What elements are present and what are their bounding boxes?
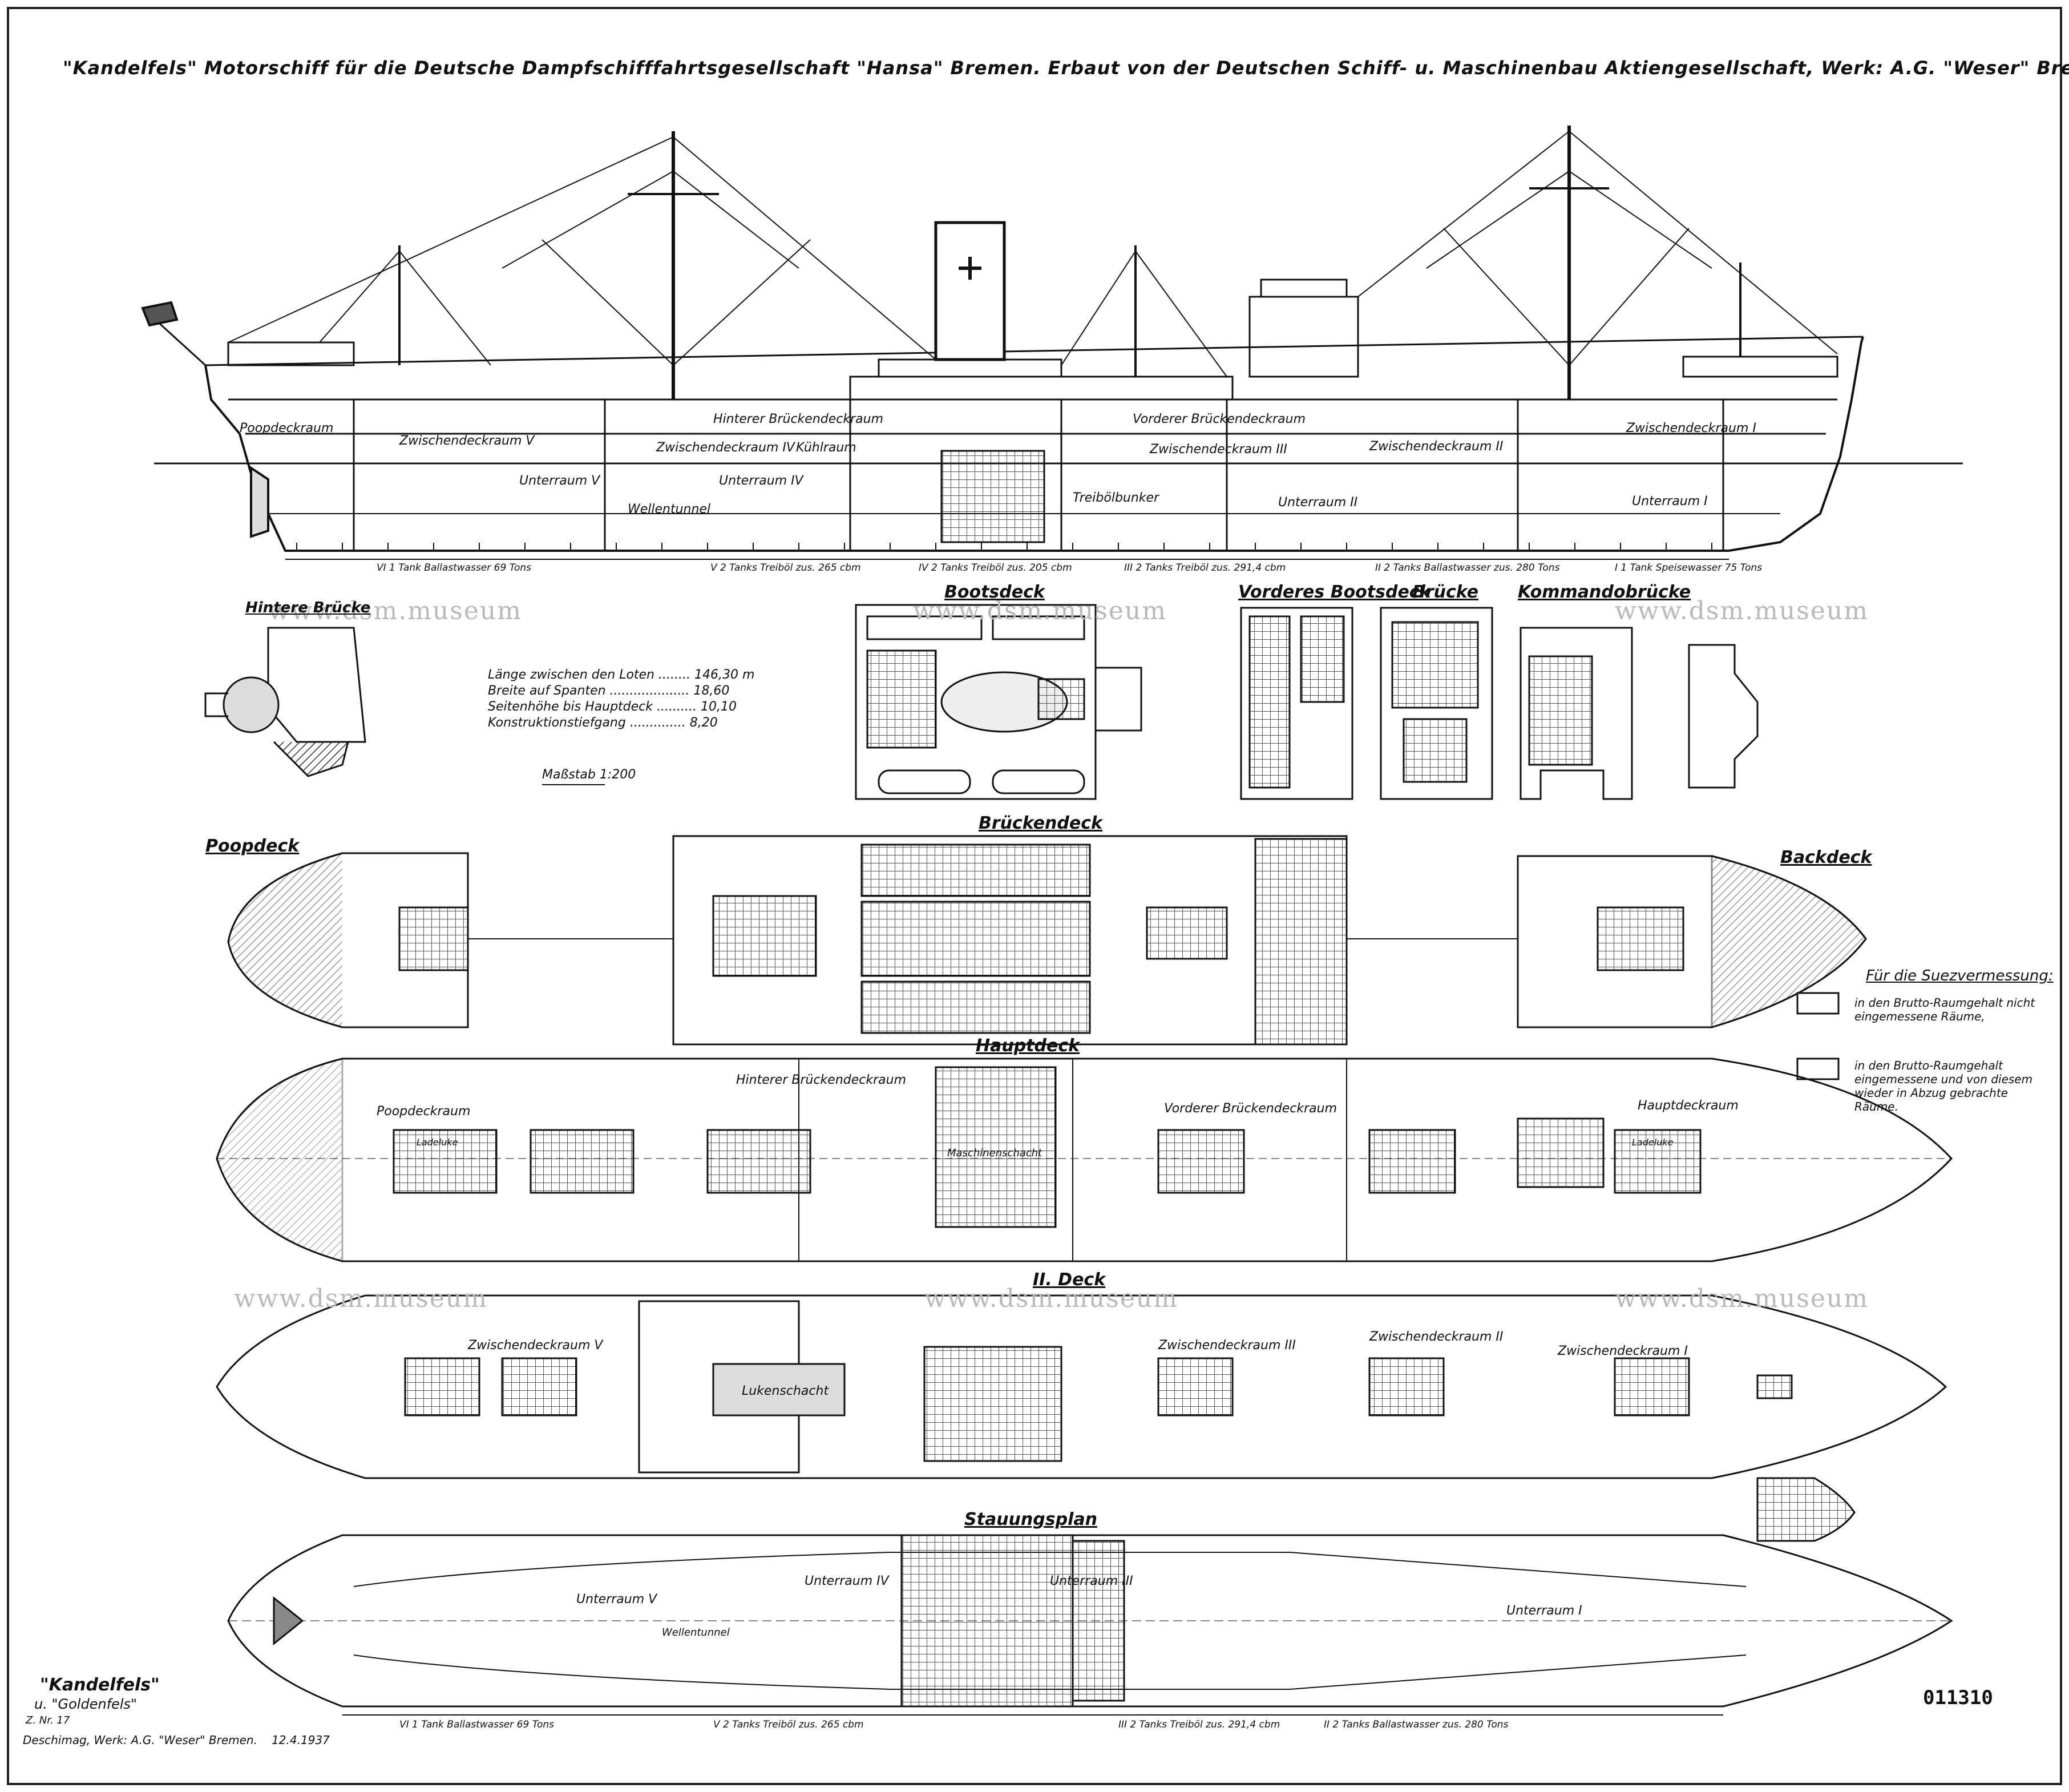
label-unterraum-v: Unterraum V bbox=[519, 474, 600, 488]
label-wellentunnel-stau: Wellentunnel bbox=[662, 1626, 730, 1638]
label-vorderer-brueckendeckraum: Vorderer Brückendeckraum bbox=[1133, 412, 1306, 426]
tank-note-vi: VI 1 Tank Ballastwasser 69 Tons bbox=[377, 562, 532, 574]
label-hauptdeckraum: Hauptdeckraum bbox=[1638, 1099, 1739, 1113]
label-wellentunnel: Wellentunnel bbox=[628, 502, 711, 516]
label-vorderer-brueckendeckraum-main: Vorderer Brückendeckraum bbox=[1164, 1101, 1337, 1116]
stamp-werft-row: Deschimag, Werk: A.G. "Weser" Bremen. 12… bbox=[23, 1733, 330, 1747]
stau-tank-iii: III 2 Tanks Treiböl zus. 291,4 cbm bbox=[1118, 1719, 1280, 1730]
watermark-2: www.dsm.museum bbox=[913, 596, 1167, 625]
stamp-date: 12.4.1937 bbox=[272, 1733, 330, 1747]
label-ladeluke-2: Ladeluke bbox=[1632, 1137, 1674, 1148]
watermark-6: www.dsm.museum bbox=[1615, 1284, 1869, 1313]
ii-deck-plan bbox=[216, 1294, 1947, 1479]
backdeck-plan bbox=[1517, 855, 1867, 1029]
label-kuehlraum: Kühlraum bbox=[796, 441, 856, 455]
watermark-1: www.dsm.museum bbox=[268, 596, 522, 625]
tank-note-iv: IV 2 Tanks Treiböl zus. 205 cbm bbox=[919, 562, 1072, 574]
heading-hintere-bruecke: Hintere Brücke bbox=[245, 599, 371, 616]
heading-stauungsplan: Stauungsplan bbox=[964, 1510, 1097, 1529]
legend-item-not-measured: in den Brutto-Raumgehalt nicht eingemess… bbox=[1854, 996, 2035, 1023]
label-ladeluke-1: Ladeluke bbox=[417, 1137, 458, 1148]
label-lukenschacht: Lukenschacht bbox=[742, 1384, 829, 1398]
title-stamp: "Kandelfels" u. "Goldenfels" Z. Nr. 17 D… bbox=[23, 1675, 330, 1747]
poopdeck-plan bbox=[227, 852, 673, 1028]
drawing-title: "Kandelfels" Motorschiff für die Deutsch… bbox=[63, 57, 2069, 79]
tank-note-iii: III 2 Tanks Treiböl zus. 291,4 cbm bbox=[1124, 562, 1286, 574]
label-zwischendeckraum-iii-ii: Zwischendeckraum III bbox=[1158, 1338, 1296, 1353]
watermark-5: www.dsm.museum bbox=[924, 1284, 1178, 1313]
bow-detail bbox=[1756, 1477, 1856, 1542]
dim-row-laenge: Länge zwischen den Loten ........ 146,30… bbox=[488, 668, 755, 682]
scale-note: Maßstab 1:200 bbox=[542, 768, 636, 782]
legend-heading: Für die Suezvermessung: bbox=[1866, 967, 2054, 984]
hauptdeck-plan bbox=[216, 1058, 1953, 1262]
side-profile bbox=[141, 126, 1963, 552]
label-treiboelbunker: Treibölbunker bbox=[1073, 491, 1159, 505]
stau-tank-vi: VI 1 Tank Ballastwasser 69 Tons bbox=[399, 1719, 555, 1730]
tank-note-ii: II 2 Tanks Ballastwasser zus. 280 Tons bbox=[1375, 562, 1560, 574]
label-unterraum-v-stau: Unterraum V bbox=[576, 1592, 657, 1607]
label-unterraum-i: Unterraum I bbox=[1632, 494, 1708, 508]
legend-item-deducted: in den Brutto-Raumgehalt eingemessene un… bbox=[1854, 1059, 2033, 1113]
vorderes-bootsdeck-plan bbox=[1240, 607, 1353, 800]
heading-poopdeck: Poopdeck bbox=[205, 836, 300, 856]
heading-bootsdeck: Bootsdeck bbox=[944, 582, 1045, 602]
label-zwischendeckraum-v: Zwischendeckraum V bbox=[399, 434, 535, 448]
label-zwischendeckraum-v-ii: Zwischendeckraum V bbox=[468, 1338, 603, 1353]
heading-vorderes-bootsdeck: Vorderes Bootsdeck bbox=[1238, 582, 1431, 602]
legend-swatch-deducted bbox=[1796, 1058, 1840, 1080]
heading-hauptdeck: Hauptdeck bbox=[976, 1036, 1080, 1056]
heading-kommandobruecke: Kommandobrücke bbox=[1518, 582, 1691, 602]
brueckendeck-plan bbox=[672, 835, 1518, 1046]
label-hinterer-brueckendeckraum-main: Hinterer Brückendeckraum bbox=[736, 1073, 907, 1087]
heading-bruecke: Brücke bbox=[1412, 582, 1479, 602]
label-poopdeckraum: Poopdeckraum bbox=[240, 421, 334, 435]
stamp-name-1: "Kandelfels" bbox=[40, 1675, 160, 1695]
watermark-4: www.dsm.museum bbox=[234, 1284, 488, 1313]
label-zwischendeckraum-i-ii: Zwischendeckraum I bbox=[1558, 1344, 1688, 1358]
sheet-border bbox=[7, 7, 2062, 1785]
label-zwischendeckraum-i: Zwischendeckraum I bbox=[1626, 421, 1756, 435]
label-unterraum-ii: Unterraum II bbox=[1278, 495, 1358, 510]
label-zwischendeckraum-ii-ii: Zwischendeckraum II bbox=[1369, 1330, 1504, 1344]
bruecke-plan bbox=[1380, 607, 1493, 800]
stamp-werft: Deschimag, Werk: A.G. "Weser" Bremen. bbox=[23, 1733, 257, 1747]
stamp-name-2: u. "Goldenfels" bbox=[34, 1696, 138, 1712]
stamp-bau-nr: Z. Nr. 17 bbox=[26, 1714, 70, 1726]
heading-backdeck: Backdeck bbox=[1780, 847, 1872, 867]
drawing-number: 011310 bbox=[1923, 1686, 1993, 1709]
stau-tank-ii: II 2 Tanks Ballastwasser zus. 280 Tons bbox=[1324, 1719, 1509, 1730]
bootsdeck-plan bbox=[855, 604, 1142, 800]
label-poopdeckraum-main: Poopdeckraum bbox=[377, 1104, 471, 1119]
label-unterraum-iv: Unterraum IV bbox=[719, 474, 803, 488]
kommandobruecke-plan bbox=[1520, 627, 1759, 800]
stauungsplan-plan bbox=[227, 1534, 1953, 1708]
label-zwischendeckraum-iii: Zwischendeckraum III bbox=[1150, 442, 1287, 457]
tank-note-v: V 2 Tanks Treiböl zus. 265 cbm bbox=[710, 562, 861, 574]
watermark-3: www.dsm.museum bbox=[1615, 596, 1869, 625]
label-maschinenschacht: Maschinenschacht bbox=[947, 1147, 1042, 1159]
label-zwischendeckraum-ii: Zwischendeckraum II bbox=[1369, 439, 1504, 454]
dimension-table: Länge zwischen den Loten ........ 146,30… bbox=[488, 668, 754, 732]
label-unterraum-iv-stau: Unterraum IV bbox=[805, 1574, 889, 1588]
legend-swatch-not-measured bbox=[1796, 992, 1840, 1015]
hintere-bruecke-plan bbox=[204, 627, 366, 777]
label-unterraum-iii-stau: Unterraum III bbox=[1050, 1574, 1133, 1588]
label-zwischendeckraum-iv: Zwischendeckraum IV bbox=[656, 441, 795, 455]
label-unterraum-i-stau: Unterraum I bbox=[1506, 1604, 1582, 1618]
label-hinterer-brueckendeckraum: Hinterer Brückendeckraum bbox=[713, 412, 884, 426]
heading-brueckendeck: Brückendeck bbox=[979, 813, 1102, 833]
heading-ii-deck: II. Deck bbox=[1033, 1270, 1106, 1290]
dim-row-tiefgang: Konstruktionstiefgang .............. 8,2… bbox=[488, 716, 718, 730]
stau-tank-v: V 2 Tanks Treiböl zus. 265 cbm bbox=[713, 1719, 864, 1730]
dim-row-breite: Breite auf Spanten .................... … bbox=[488, 684, 730, 698]
dim-row-seitenhoehe: Seitenhöhe bis Hauptdeck .......... 10,1… bbox=[488, 700, 737, 714]
tank-note-i: I 1 Tank Speisewasser 75 Tons bbox=[1615, 562, 1762, 574]
